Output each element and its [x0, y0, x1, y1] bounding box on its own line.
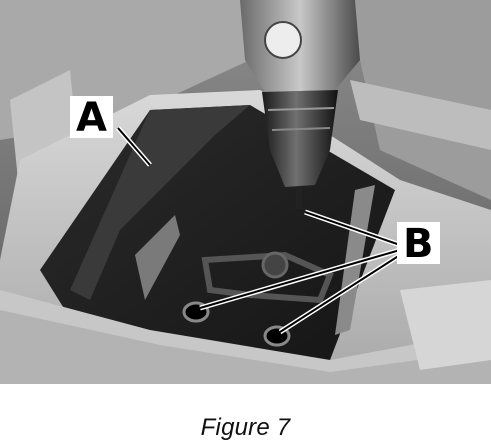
- callout-label-a: A: [70, 96, 113, 138]
- tray-floor-bracket: [201, 251, 334, 304]
- callout-a-leader: [117, 127, 151, 166]
- figure-photo: A B: [0, 0, 491, 384]
- drill-switch: [264, 21, 302, 59]
- drill-chuck-ring-2: [271, 127, 331, 131]
- drill-chuck: [262, 90, 338, 187]
- tray-inner-wall: [70, 105, 250, 300]
- drill-install-photo: [0, 0, 491, 384]
- tray-bracket-left: [135, 215, 180, 300]
- console-trim-right: [400, 280, 491, 370]
- interior-trim-right: [350, 80, 491, 150]
- callout-b-leader-1: [304, 211, 401, 246]
- callout-b-leader-3: [279, 254, 401, 333]
- figure-caption: Figure 7: [200, 414, 291, 441]
- callout-b-leader-2: [199, 249, 401, 309]
- drill-bit: [296, 187, 302, 209]
- tray-floor-boss: [261, 251, 289, 279]
- tray-rail-right: [335, 185, 375, 335]
- callout-label-b: B: [397, 222, 440, 264]
- console-foreground-edge: [0, 310, 491, 384]
- drill-chuck-ring: [267, 107, 335, 111]
